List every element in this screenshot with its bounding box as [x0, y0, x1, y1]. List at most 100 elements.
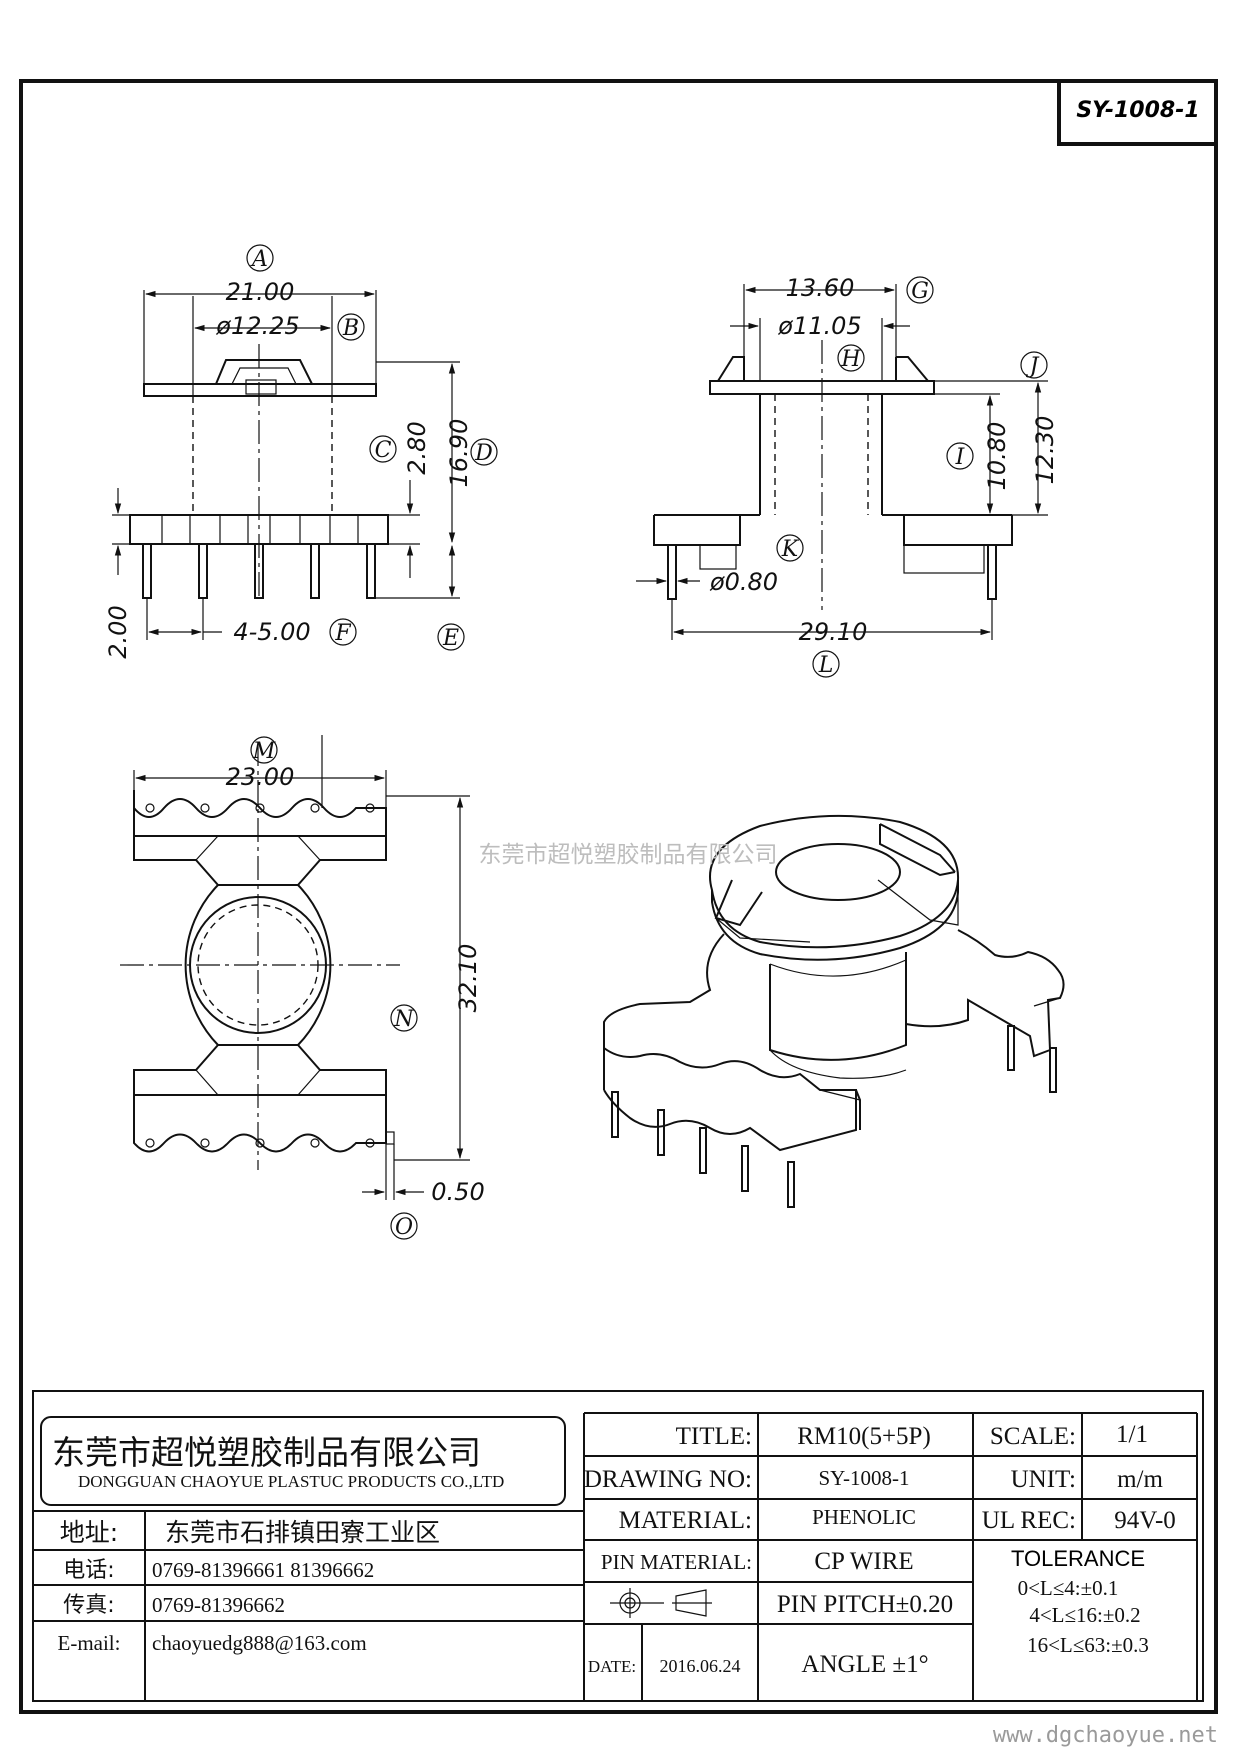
- drawing-line: [812, 650, 840, 678]
- pin-material-label: PIN MATERIAL:: [601, 1550, 752, 1574]
- drawing-line: [699, 544, 737, 570]
- email-value: chaoyuedg888@163.com: [152, 1631, 367, 1655]
- drawing-line: [390, 1004, 418, 1032]
- unit-label: UNIT:: [1011, 1466, 1076, 1493]
- drawing-number-box: SY-1008-1: [1076, 98, 1199, 123]
- dim-B-value: ø12.25: [215, 312, 299, 340]
- tolerance-range-2: 4<L≤16:±0.2: [1029, 1603, 1140, 1627]
- drawing-line: [667, 544, 677, 600]
- drawing-line: [715, 917, 811, 943]
- drawing-line: [369, 435, 397, 463]
- drawing-line: [40, 1416, 566, 1506]
- drawing-line: [882, 514, 1013, 546]
- drawing-line: [946, 442, 974, 470]
- drawing-line: [215, 359, 313, 385]
- label-L: L: [818, 653, 834, 678]
- drawing-line: [657, 1109, 665, 1156]
- drawing-line: [246, 244, 274, 272]
- dim-H-value: ø11.05: [777, 312, 861, 340]
- drawing-line: [365, 1138, 375, 1148]
- drawing-line: [385, 1131, 395, 1145]
- drawing-line: [133, 836, 387, 886]
- label-C: C: [375, 438, 392, 463]
- scale-label: SCALE:: [990, 1423, 1076, 1450]
- drawing-line: [987, 544, 997, 600]
- pin-material-value: CP WIRE: [814, 1548, 913, 1575]
- dim-G-value: 13.60: [786, 274, 855, 302]
- ul-rec-value: 94V-0: [1114, 1507, 1176, 1534]
- label-B: B: [342, 316, 359, 341]
- drawing-line: [653, 514, 760, 546]
- drawing-line: [769, 1049, 907, 1079]
- drawing-line: [903, 544, 985, 574]
- drawing-line: [145, 1138, 155, 1148]
- label-A: A: [250, 247, 268, 272]
- drawing-line: [603, 933, 857, 1152]
- drawing-line: [231, 367, 297, 385]
- drawing-line: [819, 1089, 861, 1101]
- ul-rec-label: UL REC:: [982, 1507, 1076, 1534]
- title-block: 东莞市超悦塑胶制品有限公司 DONGGUAN CHAOYUE PLASTUC P…: [32, 1390, 1204, 1702]
- company-name-cn: 东莞市超悦塑胶制品有限公司: [52, 1433, 481, 1472]
- dim-J-value: 12.30: [1031, 416, 1059, 485]
- drawing-line: [143, 383, 377, 397]
- label-N: N: [393, 1007, 414, 1032]
- dim-L-value: 29.10: [799, 618, 868, 646]
- company-name-en: DONGGUAN CHAOYUE PLASTUC PRODUCTS CO.,LT…: [78, 1472, 504, 1491]
- fax-value: 0769-81396662: [152, 1593, 285, 1617]
- drawing-line: [699, 1127, 707, 1174]
- drawing-no-label: DRAWING NO:: [584, 1466, 752, 1493]
- drawing-line: [329, 618, 357, 646]
- title-value: RM10(5+5P): [797, 1423, 931, 1450]
- dim-F-value: 4-5.00: [233, 618, 310, 646]
- tolerance-range-1: 0<L≤4:±0.1: [1018, 1576, 1119, 1600]
- material-label: MATERIAL:: [619, 1507, 752, 1534]
- drawing-line: [675, 1589, 707, 1617]
- drawing-line: [365, 803, 375, 813]
- drawing-line: [711, 880, 959, 961]
- drawing-line: [195, 835, 321, 861]
- address-label: 地址:: [60, 1518, 118, 1547]
- dim-O-value: 0.50: [431, 1178, 484, 1206]
- drawing-line: [161, 515, 359, 544]
- label-E: E: [442, 626, 459, 651]
- address-value: 东莞市石排镇田寮工业区: [165, 1518, 440, 1547]
- label-I: I: [955, 445, 966, 470]
- drawing-line: [896, 356, 929, 382]
- drawing-line: [769, 959, 907, 977]
- drawing-line: [717, 356, 745, 382]
- scale-value: 1/1: [1116, 1421, 1148, 1448]
- drawing-line: [879, 823, 956, 873]
- isometric-view: [603, 814, 1065, 1208]
- phone-label: 电话:: [63, 1558, 114, 1583]
- drawing-line: [195, 1069, 321, 1096]
- drawing-line: [470, 438, 498, 466]
- drawing-line: [200, 803, 210, 813]
- drawing-line: [619, 1592, 641, 1614]
- label-G: G: [911, 279, 929, 304]
- phone-value: 0769-81396661 81396662: [152, 1558, 374, 1582]
- projection-symbol-icon: [610, 1588, 712, 1618]
- dim-K-value: ø0.80: [709, 568, 778, 596]
- drawing-line: [1020, 351, 1048, 379]
- email-label: E-mail:: [58, 1631, 121, 1655]
- dim-A-value: 21.00: [226, 278, 295, 306]
- label-O: O: [395, 1215, 413, 1240]
- dim-N-value: 32.10: [454, 944, 482, 1013]
- top-view: 23.00 M 32.10 N 0.50 O: [120, 735, 485, 1240]
- angle-tolerance: ANGLE ±1°: [801, 1651, 928, 1678]
- drawing-line: [877, 879, 959, 926]
- drawing-line: [624, 1597, 636, 1609]
- footer-url: www.dgchaoyue.net: [993, 1723, 1218, 1748]
- dim-C-value: 2.80: [403, 421, 431, 474]
- dim-D-value: 16.90: [445, 419, 473, 488]
- drawing-line: [837, 344, 865, 372]
- drawing-line: [337, 313, 365, 341]
- drawing-line: [184, 884, 219, 1046]
- unit-value: m/m: [1117, 1466, 1163, 1493]
- label-K: K: [781, 537, 800, 562]
- label-J: J: [1026, 354, 1040, 379]
- drawing-line: [787, 1161, 795, 1208]
- material-value: PHENOLIC: [812, 1505, 916, 1529]
